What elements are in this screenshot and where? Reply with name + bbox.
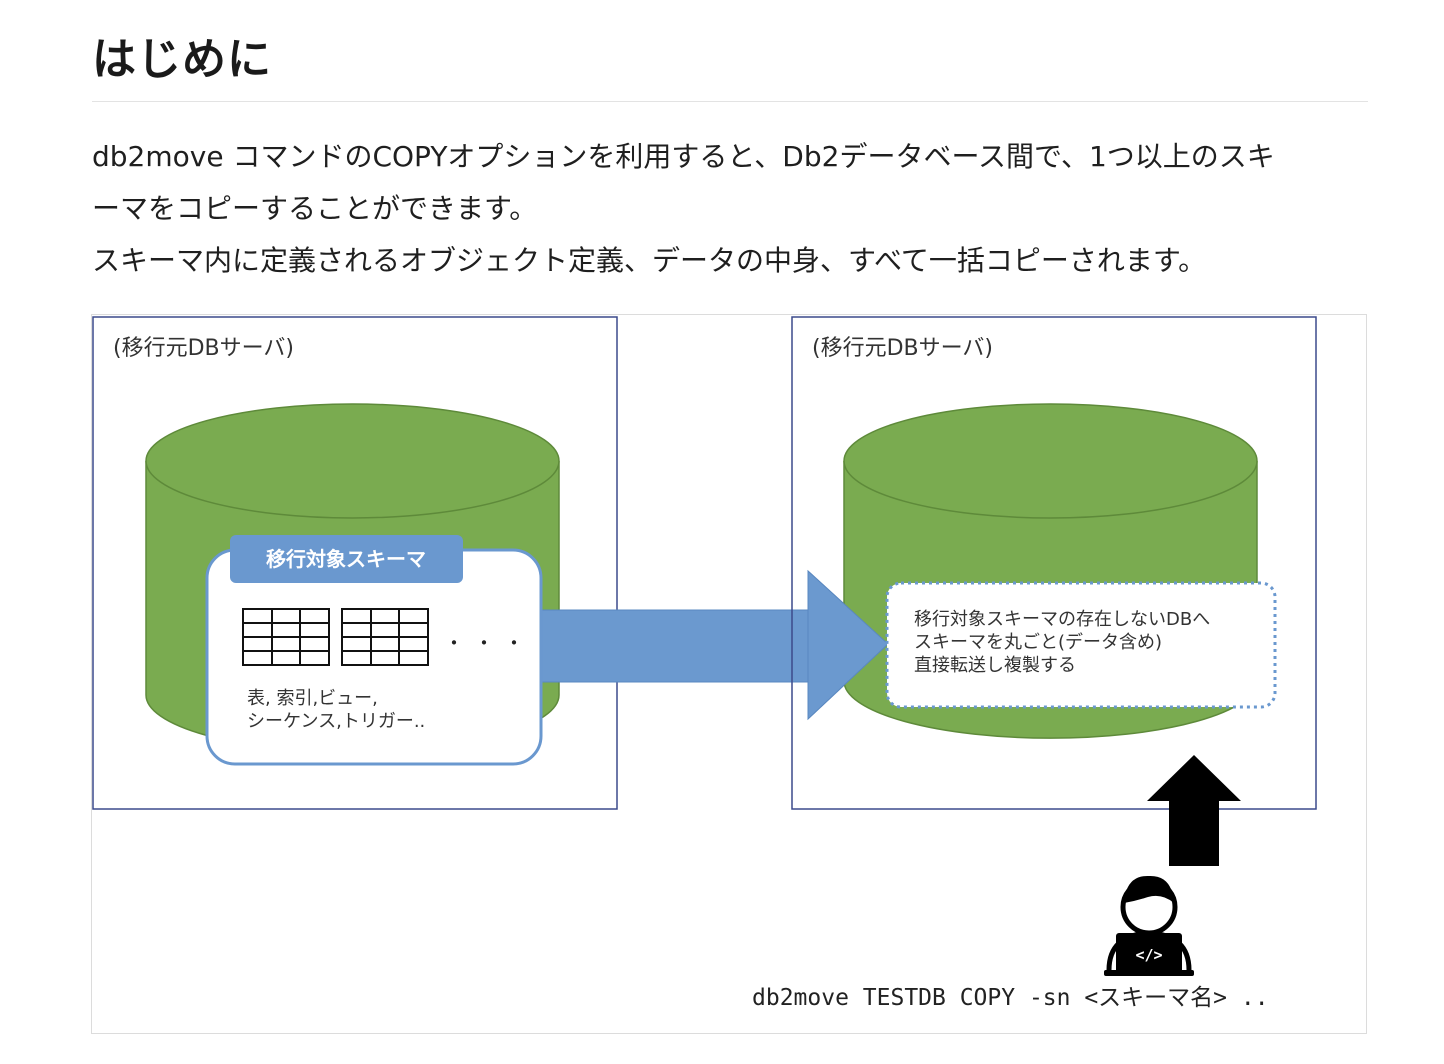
heading-divider [92,101,1368,102]
source-server-label: (移行元DBサーバ) [113,336,294,361]
page-heading: はじめに [92,34,272,85]
note-line-3: 直接転送し複製する [914,655,1076,676]
intro-line-1: db2move コマンドのCOPYオプションを利用すると、Db2データベース間で… [92,140,1275,173]
more-objects-ellipsis: ・・・ [444,631,534,655]
objects-line-1: 表, 索引,ビュー, [247,688,378,709]
objects-line-2: シーケンス,トリガー.. [247,711,425,732]
up-arrow-icon [1147,755,1241,866]
schema-tab [230,535,463,583]
table-grid-icon [242,608,330,666]
target-server-box [791,316,1317,810]
db2move-command: db2move TESTDB COPY -sn <スキーマ名> .. [752,985,1269,1011]
note-line-1: 移行対象スキーマの存在しないDBへ [914,609,1210,630]
note-line-2: スキーマを丸ごと(データ含め) [914,632,1162,653]
target-server-label: (移行元DBサーバ) [812,336,993,361]
intro-line-2: ーマをコピーすることができます。 [92,192,538,225]
intro-paragraph: db2move コマンドのCOPYオプションを利用すると、Db2データベース間で… [92,131,1368,287]
copy-note-box [885,581,1277,709]
intro-line-3: スキーマ内に定義されるオブジェクト定義、データの中身、すべて一括コピーされます。 [92,244,1207,277]
diagram-canvas: (移行元DBサーバ) 移行対象スキーマ [92,316,1317,1011]
db2move-copy-diagram: (移行元DBサーバ) 移行対象スキーマ [91,314,1367,1034]
developer-laptop-icon: </> [1104,875,1194,976]
svg-text:</>: </> [1135,946,1162,964]
schema-tab-label: 移行対象スキーマ [266,547,426,571]
table-grid-icon [341,608,429,666]
transfer-arrow-tip [807,569,889,721]
